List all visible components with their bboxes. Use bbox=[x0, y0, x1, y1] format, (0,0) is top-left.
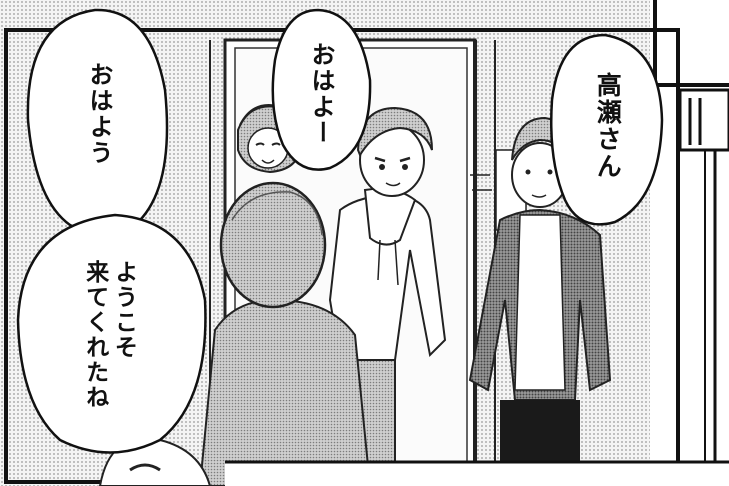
bubble-right bbox=[549, 33, 664, 226]
speech-line-1: ようこそ bbox=[110, 260, 137, 360]
boy-center bbox=[328, 106, 492, 476]
speech-line-2: 来てくれたね bbox=[81, 260, 108, 410]
bubble-bottom-left bbox=[16, 213, 207, 454]
speech-text-top-center: おはよー bbox=[307, 42, 335, 146]
speech-text-bottom-left: ようこそ 来てくれたね bbox=[80, 260, 138, 410]
right-panel-frame bbox=[650, 0, 729, 486]
speech-text-left: おはよう bbox=[85, 62, 113, 166]
speech-text-right: 高瀬さん bbox=[593, 72, 623, 180]
bubble-top-center bbox=[271, 8, 372, 171]
foreground-person bbox=[198, 181, 372, 486]
